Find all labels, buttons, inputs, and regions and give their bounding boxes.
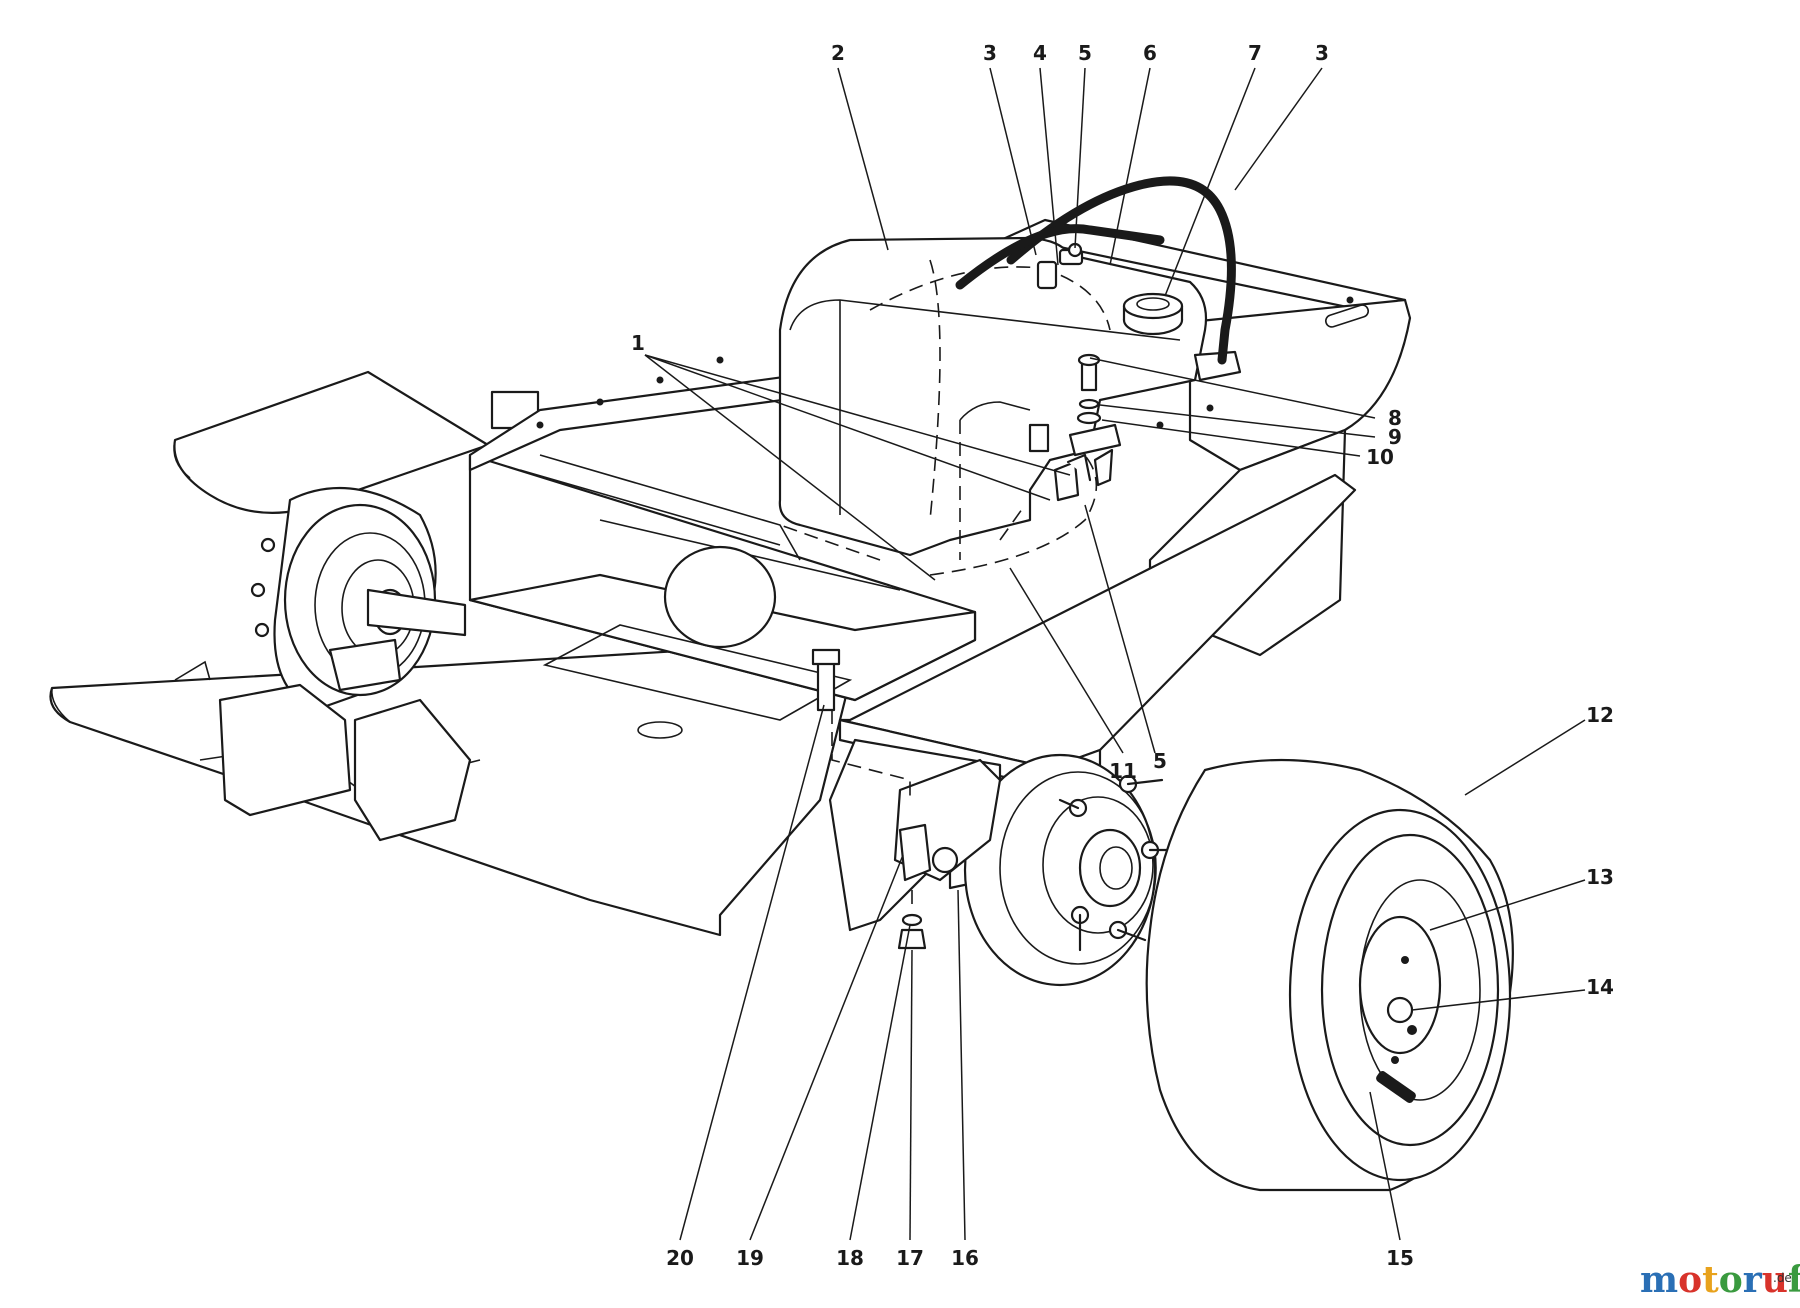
- callout-16: 16: [951, 1246, 979, 1270]
- fuel-fitting: [1036, 242, 1084, 290]
- mount-bolt: [811, 648, 841, 712]
- logo-letter: o: [1678, 1259, 1702, 1301]
- callout-5-bottom: 5: [1153, 749, 1167, 773]
- left-brake-bracket: [328, 638, 402, 692]
- svg-text:motoruf: motoruf: [1640, 1259, 1800, 1301]
- callout-9: 9: [1388, 425, 1402, 449]
- leader-lines: [644, 67, 1586, 1241]
- callout-10: 10: [1366, 445, 1394, 469]
- callout-1: 1: [631, 331, 645, 355]
- callout-5-top: 5: [1078, 41, 1092, 65]
- callout-14: 14: [1586, 975, 1614, 999]
- floor-cutout: [663, 545, 777, 649]
- callout-12: 12: [1586, 703, 1614, 727]
- rear-tire: [1145, 758, 1514, 1192]
- logo-letter: u: [1762, 1259, 1788, 1301]
- fuel-hose: [1006, 176, 1236, 365]
- callout-8: 8: [1388, 406, 1402, 430]
- callout-7: 7: [1248, 41, 1262, 65]
- callout-18: 18: [836, 1246, 864, 1270]
- callout-20: 20: [666, 1246, 694, 1270]
- logo-letter: o: [1719, 1259, 1743, 1301]
- mount-nut: [897, 913, 927, 950]
- callout-4: 4: [1033, 41, 1047, 65]
- fuel-hose-left: [955, 224, 1165, 290]
- callout-6: 6: [1143, 41, 1157, 65]
- fitting-left: [1053, 460, 1080, 502]
- fuel-line-hidden: [779, 266, 1111, 576]
- logo-suffix: .de: [1773, 1271, 1792, 1285]
- rail-slot: [1324, 304, 1370, 328]
- left-axle-bracket: [218, 683, 352, 817]
- callout-13: 13: [1586, 865, 1614, 889]
- logo-letter: f: [1788, 1259, 1800, 1301]
- fuel-cap: [1122, 292, 1184, 336]
- left-bracket-b: [353, 698, 472, 842]
- tank-tab-front: [1068, 423, 1122, 457]
- callout-2: 2: [831, 41, 845, 65]
- callout-17: 17: [896, 1246, 924, 1270]
- fuel-tank: [778, 236, 1208, 557]
- callout-labels: 2 3 4 5 6 7 3 1 8 9 10 11 5 12 13 14 15 …: [631, 41, 1614, 1270]
- logo-letter: m: [1640, 1259, 1678, 1301]
- tank-bolt: [1076, 353, 1102, 425]
- logo-letter: r: [1743, 1259, 1763, 1301]
- callout-3-left: 3: [983, 41, 997, 65]
- callout-11: 11: [1109, 759, 1137, 783]
- fitting-nut: [1028, 423, 1050, 453]
- motoruf-logo: motoruf .de: [1640, 1259, 1800, 1301]
- callout-3-right: 3: [1315, 41, 1329, 65]
- logo-letter: t: [1702, 1259, 1719, 1301]
- callout-15: 15: [1386, 1246, 1414, 1270]
- callout-19: 19: [736, 1246, 764, 1270]
